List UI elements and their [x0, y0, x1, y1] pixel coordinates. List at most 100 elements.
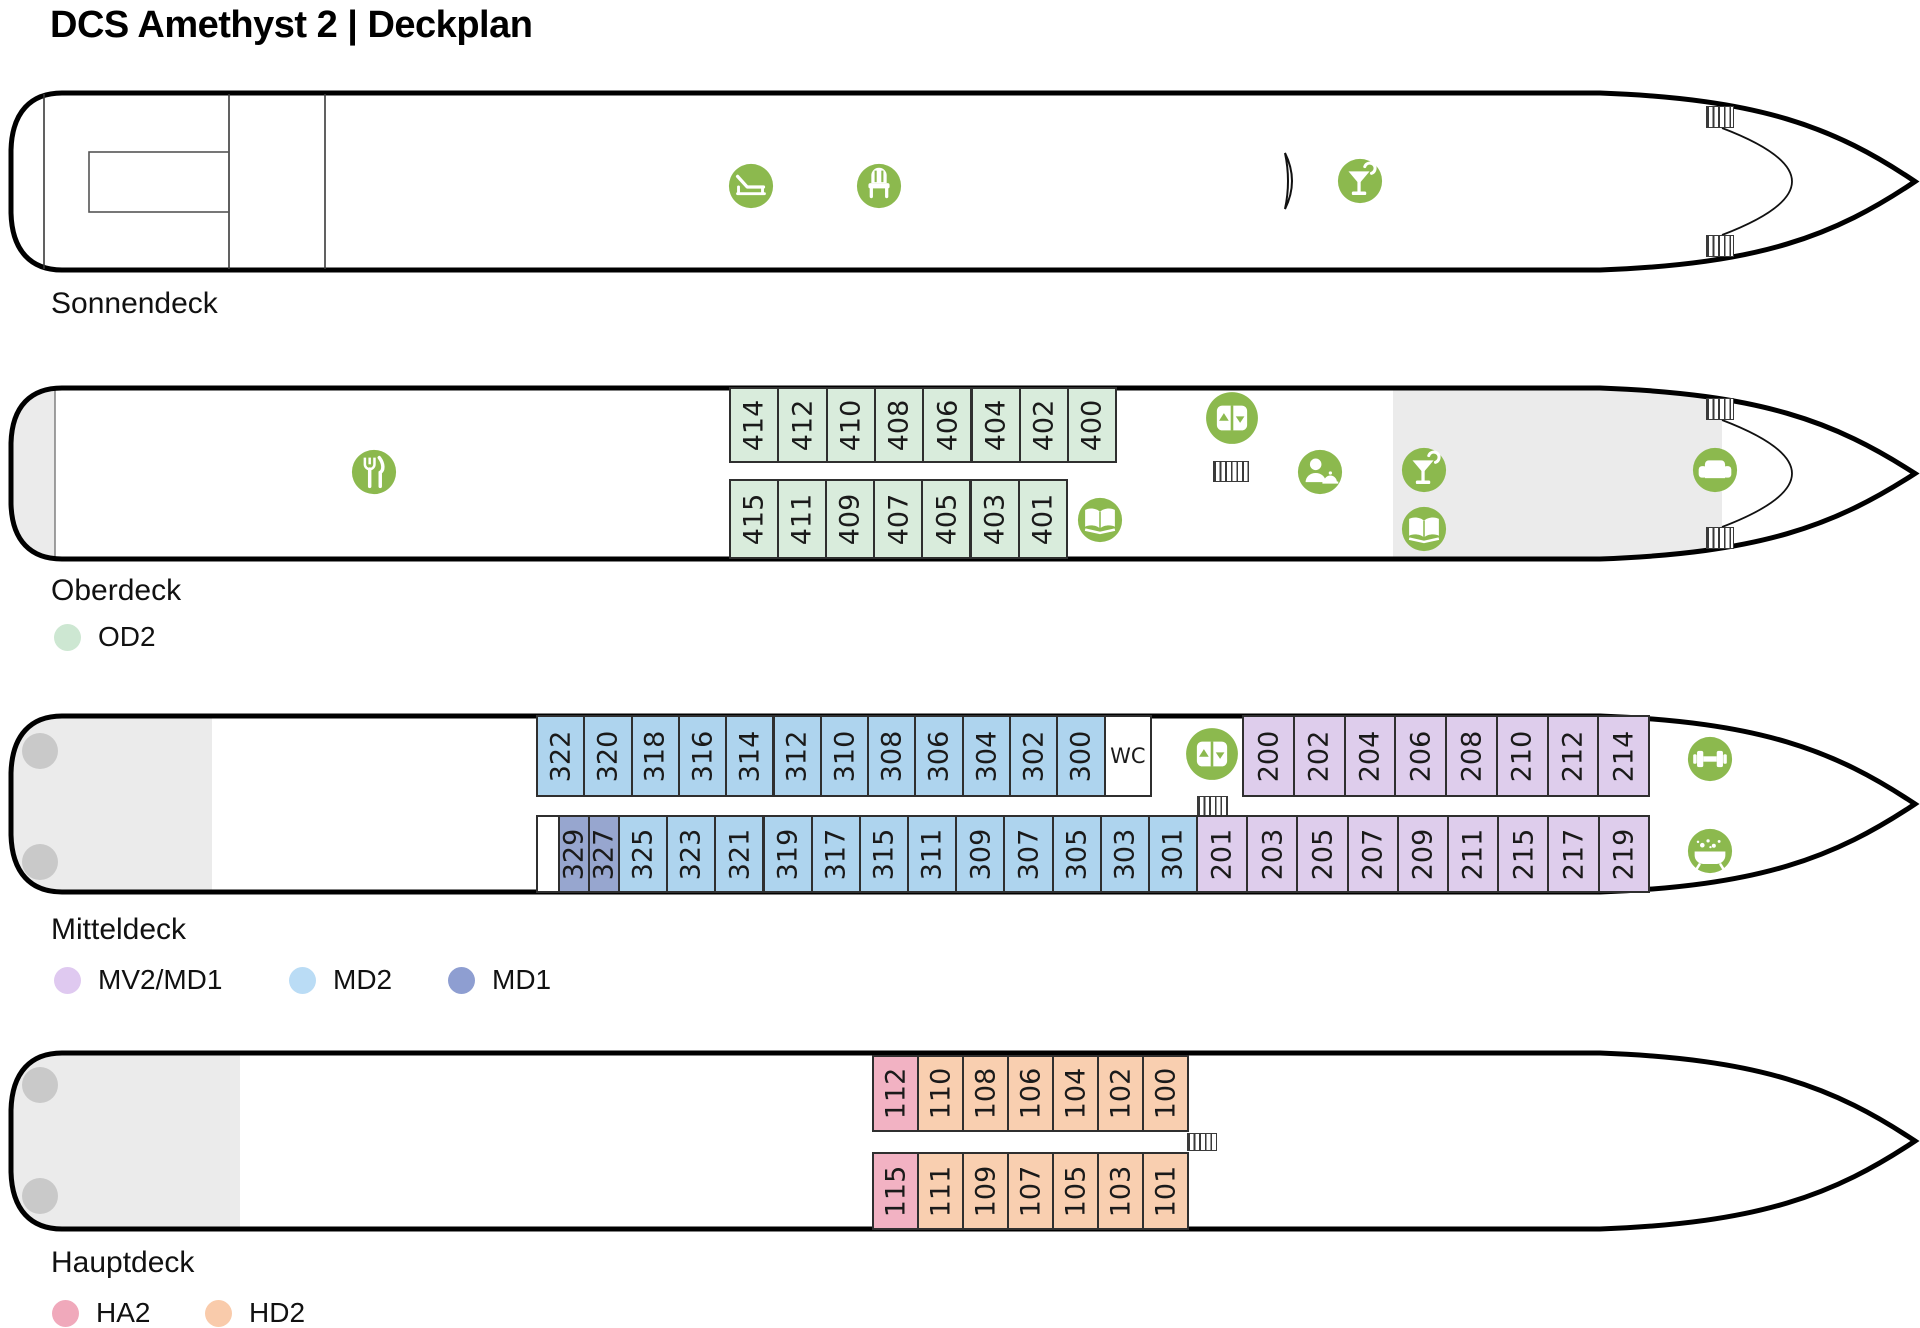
cabin-number: 301 — [1157, 828, 1189, 880]
cabin-410: 410 — [825, 387, 876, 463]
cabin-318: 318 — [630, 715, 680, 797]
cabin-number: 103 — [1105, 1165, 1137, 1217]
cabin-311: 311 — [907, 815, 958, 893]
fitness-icon — [1686, 735, 1734, 783]
cabin-number: 322 — [545, 730, 577, 782]
cabin-number: 200 — [1252, 730, 1284, 782]
cabin-406: 406 — [922, 387, 973, 463]
cabin-number: 115 — [880, 1165, 912, 1217]
cabin-107: 107 — [1007, 1152, 1054, 1230]
cabin-number: 310 — [828, 730, 860, 782]
cabin-number: 315 — [868, 828, 900, 880]
cabin-219: 219 — [1597, 815, 1650, 893]
cabin-300: 300 — [1056, 715, 1106, 797]
cabin-number: 305 — [1061, 828, 1093, 880]
cabin-number: 405 — [930, 493, 962, 545]
cabin-number: 407 — [882, 493, 914, 545]
cabin-number: 320 — [592, 730, 624, 782]
cabin-number: 409 — [834, 493, 866, 545]
legend-dot-md1 — [448, 966, 475, 994]
cabin-315: 315 — [858, 815, 909, 893]
legend-label-hd2: HD2 — [249, 1297, 306, 1328]
cabin-322: 322 — [536, 715, 586, 797]
cabin-111: 111 — [917, 1152, 964, 1230]
legend-label-mv2-md1: MV2/MD1 — [98, 964, 223, 995]
cabin-number: 403 — [979, 493, 1011, 545]
cabin-412: 412 — [777, 387, 828, 463]
cabin-209: 209 — [1396, 815, 1449, 893]
cabin-number: 209 — [1407, 828, 1439, 880]
deck-label-mitteldeck: Mitteldeck — [51, 913, 187, 946]
cabin-number: 319 — [772, 828, 804, 880]
cabin-415: 415 — [729, 479, 780, 559]
cabin-number: 110 — [925, 1067, 957, 1120]
cabin-number: 211 — [1457, 828, 1489, 880]
cabin-number: 325 — [627, 828, 659, 880]
cabin-number: 402 — [1028, 399, 1060, 451]
cabin-number: 415 — [738, 493, 770, 545]
elevator-icon — [1185, 727, 1239, 781]
porthole-circle — [22, 733, 58, 769]
cabin-number: 106 — [1015, 1067, 1047, 1120]
cabin-309: 309 — [955, 815, 1006, 893]
cabin-115: 115 — [872, 1152, 919, 1230]
cabin-number: 101 — [1150, 1165, 1182, 1217]
cabin-number: 205 — [1306, 828, 1338, 880]
cabin-409: 409 — [825, 479, 876, 559]
cabin-305: 305 — [1051, 815, 1102, 893]
cabin-number: 314 — [734, 730, 766, 782]
page-title: DCS Amethyst 2 | Deckplan — [50, 4, 533, 46]
cabin-number: 327 — [588, 828, 620, 880]
hull-sonnendeck — [8, 90, 1920, 273]
cabin-number: 109 — [970, 1165, 1002, 1217]
cabin-number: 404 — [980, 399, 1012, 451]
legend-dot-md2 — [289, 966, 316, 994]
deck-label-sonnendeck: Sonnendeck — [51, 287, 218, 320]
bow-ladder-hatch — [1706, 106, 1734, 128]
cabin-314: 314 — [725, 715, 775, 797]
legend-item-ha2: HA2 — [52, 1297, 150, 1328]
porthole-circle — [22, 844, 58, 880]
cabin-301: 301 — [1147, 815, 1199, 893]
cabin-number: 212 — [1557, 730, 1589, 782]
cabin-202: 202 — [1292, 715, 1346, 797]
windbreak-icon — [1279, 150, 1305, 212]
elevator-icon — [1205, 391, 1259, 445]
cabin-number: 102 — [1105, 1067, 1137, 1120]
cabin-207: 207 — [1346, 815, 1399, 893]
cabin-101: 101 — [1142, 1152, 1189, 1230]
cabin-number: 210 — [1506, 730, 1538, 782]
cabin-404: 404 — [970, 387, 1021, 463]
cabin-401: 401 — [1017, 479, 1068, 559]
cabin-number: 317 — [820, 828, 852, 880]
bow-ladder-hatch — [1706, 398, 1734, 420]
library-book-icon — [1076, 496, 1124, 544]
cabin-103: 103 — [1097, 1152, 1144, 1230]
cabin-number: 406 — [931, 399, 963, 451]
lounge-sofa-icon — [1691, 446, 1739, 494]
cabin-number: 303 — [1109, 828, 1141, 880]
cabin-329: 329 — [558, 815, 590, 893]
cabin-number: 311 — [916, 828, 948, 880]
cabin-number: 309 — [964, 828, 996, 880]
cabin-number: 105 — [1060, 1165, 1092, 1217]
cabin-number: 306 — [923, 730, 955, 782]
porthole-circle — [22, 1067, 58, 1103]
cabin-302: 302 — [1009, 715, 1059, 797]
library-book-icon — [1400, 505, 1448, 553]
cabin-201: 201 — [1196, 815, 1249, 893]
deck-label-hauptdeck: Hauptdeck — [51, 1246, 195, 1279]
cabin-323: 323 — [666, 815, 717, 893]
deck-chair-icon — [855, 162, 903, 210]
cabin-214: 214 — [1597, 715, 1650, 797]
legend-item-hd2: HD2 — [205, 1297, 305, 1328]
cabin-200: 200 — [1242, 715, 1295, 797]
legend-label-md1: MD1 — [492, 964, 552, 995]
cabin-empty — [536, 815, 560, 893]
cabin-407: 407 — [873, 479, 924, 559]
legend-dot-hd2 — [205, 1299, 232, 1327]
cabin-215: 215 — [1497, 815, 1550, 893]
cabin-number: 219 — [1608, 828, 1640, 880]
cabin-number: 300 — [1065, 730, 1097, 782]
